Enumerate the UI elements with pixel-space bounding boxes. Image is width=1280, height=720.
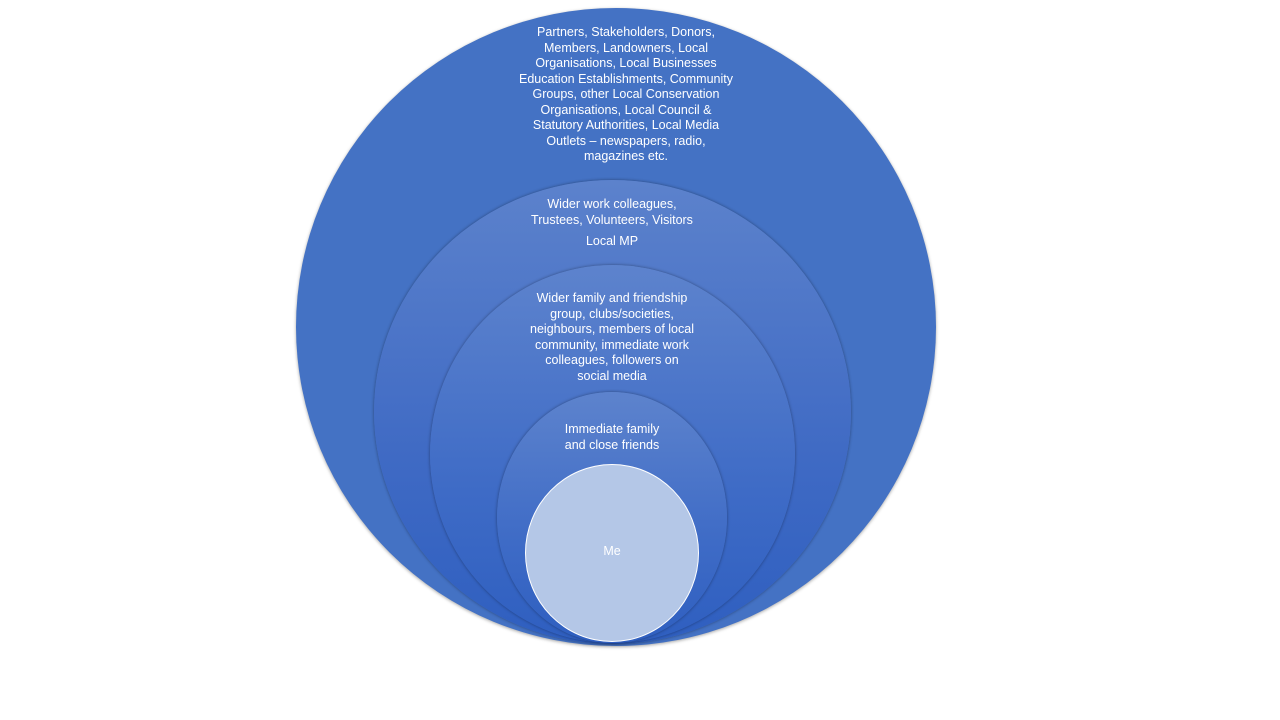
text-line: Immediate family (564, 422, 660, 436)
text-line: Members, Landowners, Local (544, 40, 708, 55)
me-label: Me (603, 544, 620, 560)
text-line-local-mp: Local MP (585, 234, 639, 248)
wider-work-label: Wider work colleagues, Trustees, Volunte… (531, 197, 693, 250)
text-line: and close friends (564, 437, 660, 452)
outer-ring-label: Partners, Stakeholders, Donors, Members,… (519, 25, 733, 165)
text-line: Organisations, Local Businesses (535, 56, 717, 70)
text-line: Outlets – newspapers, radio, (546, 133, 706, 148)
text-line: Wider family and friendship (536, 291, 688, 305)
text-line: group, clubs/societies, (550, 306, 674, 321)
text-line: Statutory Authorities, Local Media (532, 118, 720, 132)
text-line: Wider work colleagues, (547, 197, 677, 211)
text-line: colleagues, followers on (545, 353, 679, 367)
text-line: Groups, other Local Conservation (532, 87, 720, 101)
text-line: community, immediate work (535, 337, 689, 352)
text-line: neighbours, members of local (530, 322, 694, 336)
text-line: Organisations, Local Council & (540, 102, 712, 117)
text-line: social media (577, 368, 647, 383)
wider-family-label: Wider family and friendship group, clubs… (530, 291, 694, 384)
text-line: Partners, Stakeholders, Donors, (537, 25, 715, 39)
circle-me (525, 464, 699, 642)
text-line: Education Establishments, Community (519, 71, 733, 86)
text-line: Trustees, Volunteers, Visitors (531, 212, 693, 227)
text-line: magazines etc. (583, 149, 669, 163)
immediate-family-label: Immediate family and close friends (565, 422, 660, 453)
text-line: Me (603, 544, 621, 558)
